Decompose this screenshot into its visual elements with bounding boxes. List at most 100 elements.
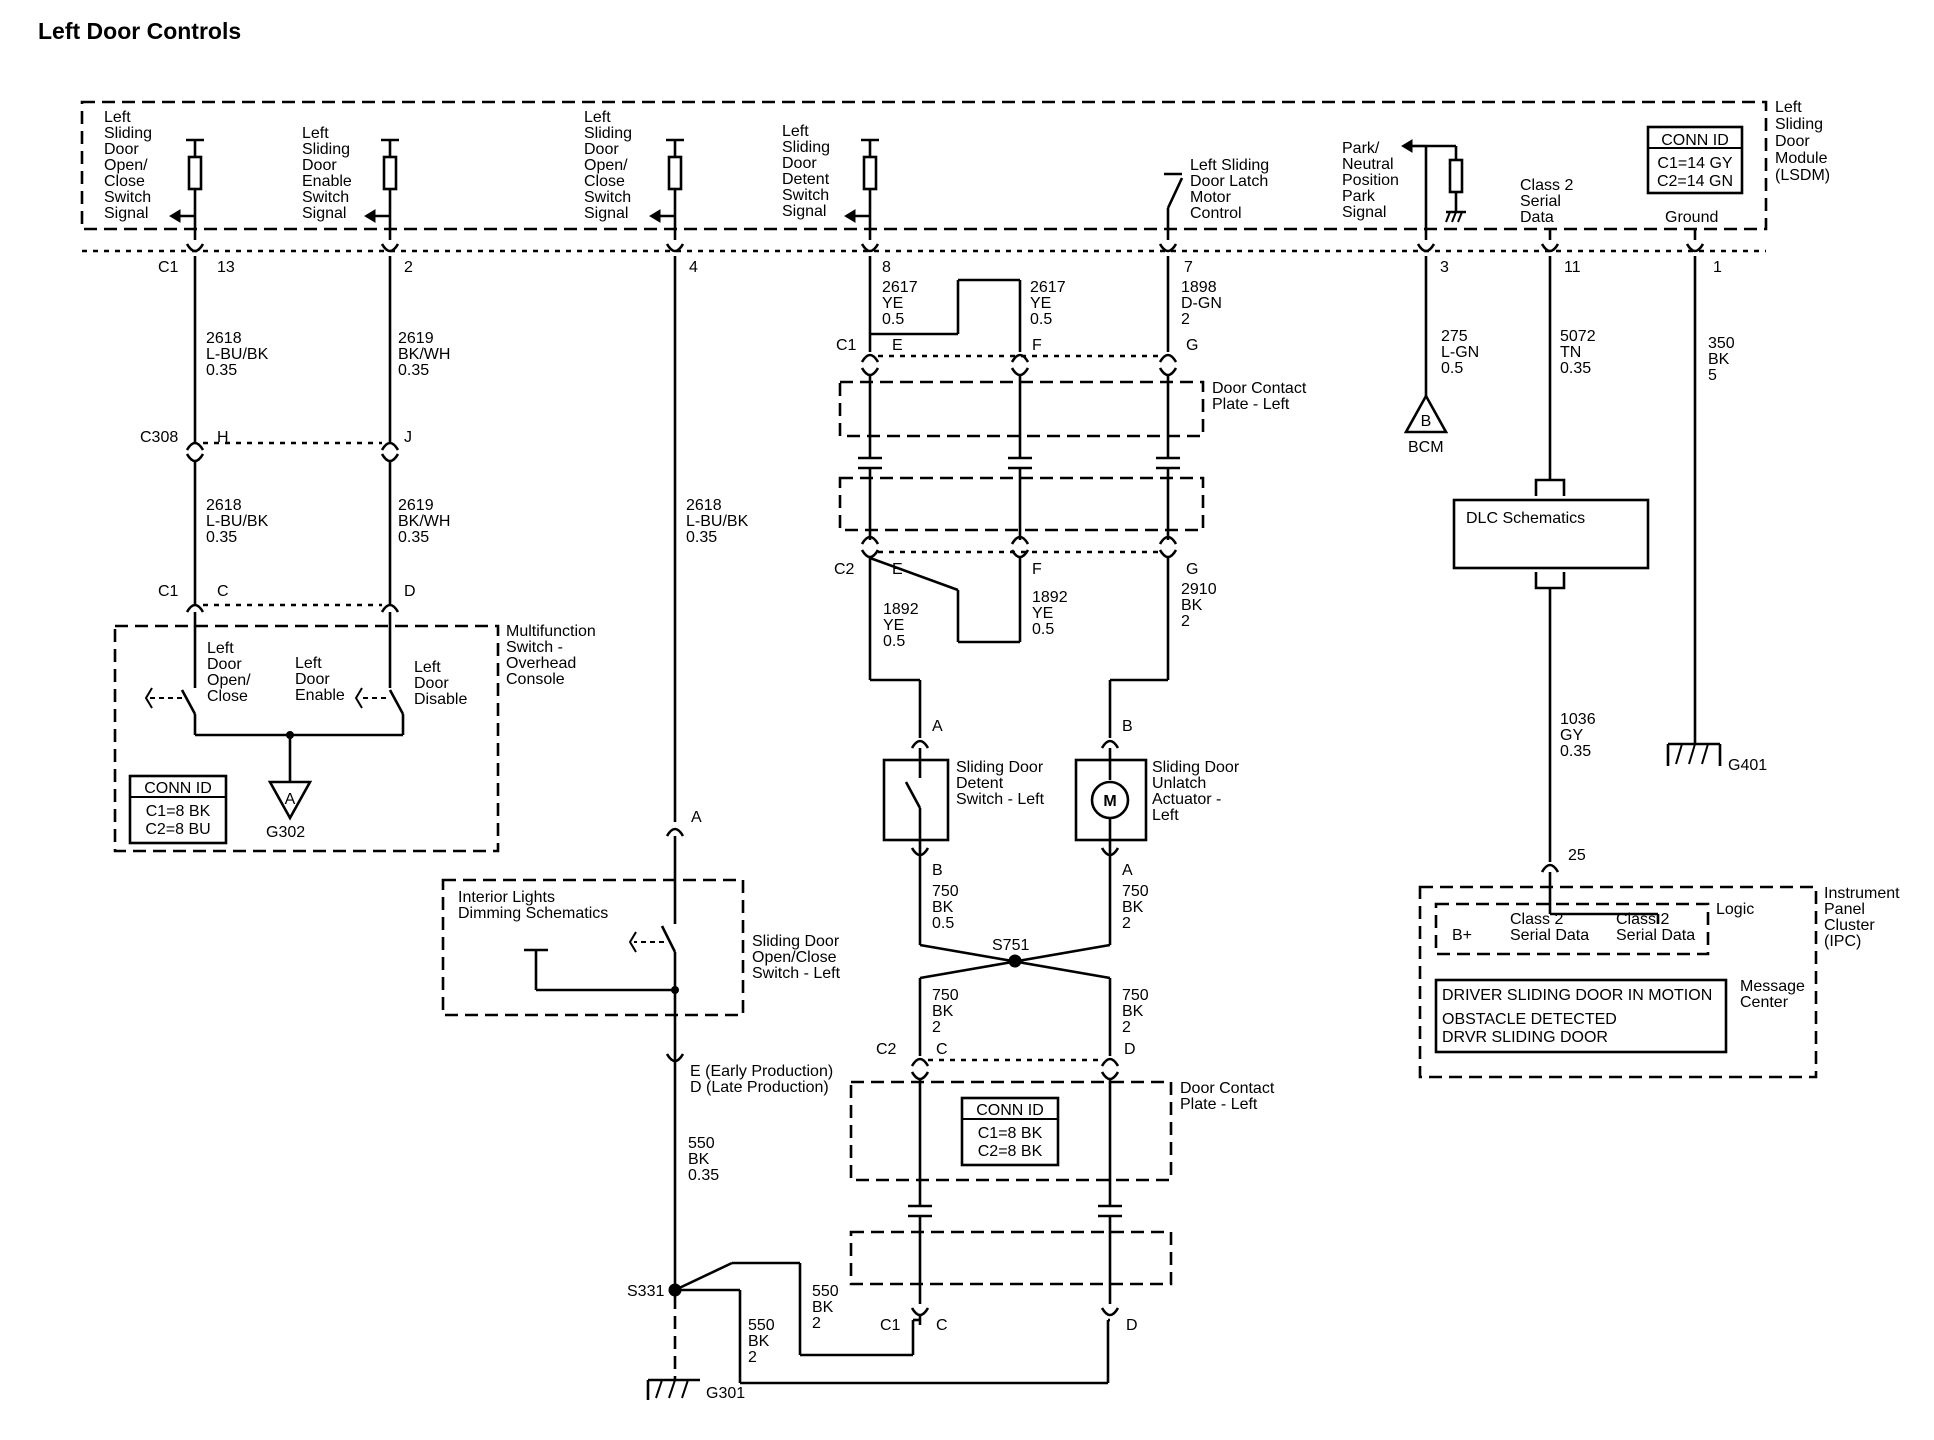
- c1-plate-pin-e: E: [892, 337, 903, 354]
- pin-11: 11: [1564, 259, 1581, 276]
- svg-text:C1=8 BK: C1=8 BK: [146, 803, 211, 820]
- connector-c2-plate-top: C2: [834, 561, 855, 578]
- message-center-display: [1434, 978, 1728, 1054]
- input-open-close-1-label: Left Sliding Door Open/ Close Switch Sig…: [104, 109, 156, 222]
- c1-switch-pin-c: C: [217, 583, 229, 600]
- door-contact-bot-upper: [849, 1080, 1173, 1182]
- bcm-circuit: 275 L-GN 0.5 B BCM: [1403, 256, 1479, 456]
- ground-g301-symbol: [646, 1378, 700, 1400]
- input-ground-label: Ground: [1665, 209, 1718, 226]
- door-contact-bot-label: Door Contact Plate - Left: [1180, 1080, 1279, 1113]
- wire-2618-b: 2618 L-BU/BK 0.35: [206, 497, 273, 546]
- c2-plate-bot-pin-c: C: [936, 1041, 948, 1058]
- detent-pin-a: A: [932, 718, 943, 735]
- c308-pin-h: H: [217, 429, 229, 446]
- lsdm-label: Left Sliding Door Module (LSDM): [1775, 99, 1832, 184]
- svg-text:CONN ID: CONN ID: [144, 780, 212, 797]
- sliding-switch-boundary: [441, 878, 745, 1017]
- splice-s751: [1008, 954, 1022, 968]
- lsdm-connector-c1: C1: [158, 259, 179, 276]
- wire-750-b: 750 BK 2: [1122, 883, 1153, 932]
- connector-c2-plate-bot: C2: [876, 1041, 897, 1058]
- sliding-switch-circuit: 2618 L-BU/BK 0.35 A Interior Lights Dimm…: [441, 256, 1110, 1402]
- actuator-pin-a: A: [1122, 862, 1133, 879]
- input-enable-label: Left Sliding Door Enable Switch Signal: [302, 125, 356, 222]
- input-latch-motor-label: Left Sliding Door Latch Motor Control: [1190, 157, 1274, 222]
- door-contact-top-circuit: 2617 YE 0.5 2617 YE 0.5 1898 D-GN 2 C1 E…: [834, 256, 1311, 738]
- connector-c1-switch: C1: [158, 583, 179, 600]
- pin-2: 2: [404, 259, 413, 276]
- splice-s331-label: S331: [627, 1283, 664, 1300]
- wire-2618-c: 2618 L-BU/BK 0.35: [686, 497, 753, 546]
- message-motion: DRIVER SLIDING DOOR IN MOTION: [1442, 987, 1712, 1004]
- wire-1898: 1898 D-GN 2: [1181, 279, 1226, 328]
- input-detent-label: Left Sliding Door Detent Switch Signal: [782, 123, 834, 220]
- page-title: Left Door Controls: [38, 18, 241, 44]
- wire-550-c: 550 BK 2: [748, 1317, 779, 1366]
- wire-2617-b: 2617 YE 0.5: [1030, 279, 1070, 328]
- wire-1892-a: 1892 YE 0.5: [883, 601, 923, 650]
- detent-switch-label: Sliding Door Detent Switch - Left: [956, 759, 1048, 808]
- pin-4: 4: [689, 259, 698, 276]
- unlatch-actuator-label: Sliding Door Unlatch Actuator - Left: [1152, 759, 1244, 824]
- wire-2619-b: 2619 BK/WH 0.35: [398, 497, 455, 546]
- motor-icon-letter: M: [1103, 793, 1116, 810]
- switch-disable-label: Left Door Disable: [414, 659, 467, 708]
- input-class2-label: Class 2 Serial Data: [1520, 177, 1578, 226]
- message-center-label: Message Center: [1740, 978, 1809, 1011]
- lsdm-internal-circuits: [169, 138, 1697, 240]
- dlc-schematics-label: DLC Schematics: [1466, 510, 1585, 527]
- svg-text:C2=8 BK: C2=8 BK: [978, 1143, 1043, 1160]
- wire-2910: 2910 BK 2: [1181, 581, 1221, 630]
- pin-3: 3: [1440, 259, 1449, 276]
- bcm-ref-letter: B: [1421, 413, 1432, 430]
- input-open-close-2-label: Left Sliding Door Open/ Close Switch Sig…: [584, 109, 636, 222]
- wire-2618-a: 2618 L-BU/BK 0.35: [206, 330, 273, 379]
- c2-plate-pin-g: G: [1186, 561, 1198, 578]
- c1-plate-bot-pin-c: C: [936, 1317, 948, 1334]
- door-contact-top-label: Door Contact Plate - Left: [1212, 380, 1311, 413]
- detent-actuator-circuit: A B Sliding Door Detent Switch - Left M …: [882, 718, 1244, 1056]
- c2-plate-pin-e: E: [892, 561, 903, 578]
- switch-open-close-label: Left Door Open/ Close: [207, 640, 255, 705]
- wire-350: 350 BK 5: [1708, 335, 1739, 384]
- pin-1: 1: [1713, 259, 1722, 276]
- multifunction-circuit: 2618 L-BU/BK 0.35 2619 BK/WH 0.35 C308 H…: [113, 256, 596, 853]
- ground-g302-ref: A: [285, 791, 296, 808]
- ground-g401-circuit: 350 BK 5 G401: [1666, 256, 1767, 774]
- multifunction-switch-boundary: [113, 624, 500, 853]
- svg-text:C1=8 BK: C1=8 BK: [978, 1125, 1043, 1142]
- connector-c1-plate-bot: C1: [880, 1317, 901, 1334]
- pin-13: 13: [217, 259, 235, 276]
- input-park-neutral-label: Park/ Neutral Position Park Signal: [1342, 140, 1403, 221]
- ground-g301-label: G301: [706, 1385, 745, 1402]
- c2-plate-bot-pin-d: D: [1124, 1041, 1136, 1058]
- svg-text:C2=8 BU: C2=8 BU: [145, 821, 210, 838]
- c1-plate-pin-f: F: [1032, 337, 1042, 354]
- message-obstacle: OBSTACLE DETECTED: [1442, 1011, 1617, 1028]
- door-contact-top-lower: [838, 476, 1205, 532]
- ground-g401-symbol: [1666, 742, 1722, 766]
- svg-text:C2=14 GN: C2=14 GN: [1657, 173, 1733, 190]
- connector-c308: C308: [140, 429, 178, 446]
- svg-text:CONN ID: CONN ID: [976, 1102, 1044, 1119]
- lsdm-boundary: [80, 100, 1768, 231]
- bcm-reference-symbol: [1403, 393, 1449, 434]
- lsdm-conn-id: CONN ID C1=14 GY C2=14 GN: [1646, 125, 1744, 195]
- bcm-label: BCM: [1408, 439, 1444, 456]
- wire-1036: 1036 GY 0.35: [1560, 711, 1600, 760]
- detent-pin-b: B: [932, 862, 943, 879]
- ipc-module: Instrument Panel Cluster (IPC) Logic B+ …: [1418, 885, 1900, 1079]
- splice-s751-label: S751: [992, 937, 1029, 954]
- ipc-boundary: [1418, 885, 1818, 1079]
- ipc-logic-label: Logic: [1716, 901, 1754, 918]
- door-contact-top-upper: [838, 380, 1205, 438]
- ground-g302-label: G302: [266, 824, 305, 841]
- ipc-pin-25: 25: [1568, 847, 1586, 864]
- plate-conn-id: CONN ID C1=8 BK C2=8 BK: [960, 1096, 1060, 1167]
- ground-g401-label: G401: [1728, 757, 1767, 774]
- wire-750-a: 750 BK 0.5: [932, 883, 963, 932]
- sliding-switch-label: Sliding Door Open/Close Switch - Left: [752, 933, 844, 982]
- wire-750-d: 750 BK 2: [1122, 987, 1153, 1036]
- lsdm-module: Left Sliding Door Module (LSDM) CONN ID …: [80, 99, 1832, 276]
